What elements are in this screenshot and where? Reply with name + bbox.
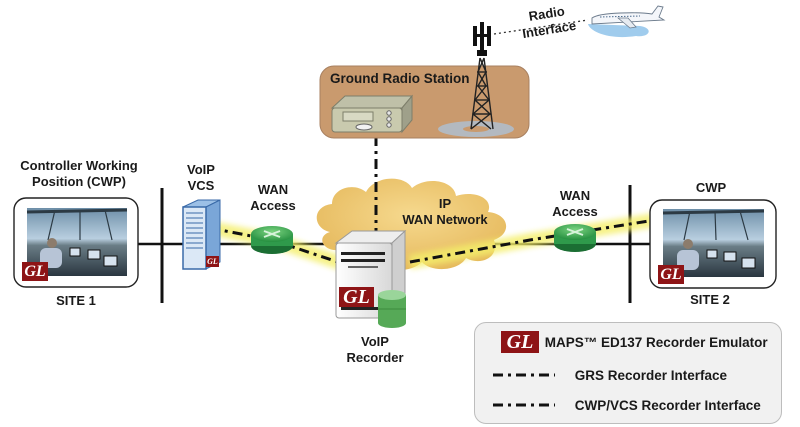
cwp-site2-label: CWP <box>695 180 727 195</box>
wan-access-left-label-line1: WAN <box>257 182 289 197</box>
legend-grs-line-symbol <box>493 370 555 381</box>
voip-vcs-label: VoIP VCS <box>176 162 226 194</box>
voip-vcs-server-icon <box>182 199 221 270</box>
site1-label: SITE 1 <box>56 293 96 308</box>
cwp-site1-label-line1: Controller Working <box>20 158 138 173</box>
ip-wan-label-line1: IP <box>438 196 452 211</box>
wan-access-right-label-line2: Access <box>552 204 598 219</box>
voip-recorder-label-line1: VoIP <box>361 334 389 349</box>
wan-access-left-label: WAN Access <box>246 182 300 214</box>
radio-unit-icon <box>330 94 414 134</box>
legend-label-cwp-vcs-interface: CWP/VCS Recorder Interface <box>574 397 761 413</box>
gl-logo-recorder: GL <box>339 287 374 307</box>
gl-logo-legend: GL <box>501 331 539 353</box>
cwp-site1-label-line2: Position (CWP) <box>32 174 126 189</box>
voip-vcs-label-line2: VCS <box>187 178 215 193</box>
ip-wan-network-label: IP WAN Network <box>395 196 495 228</box>
gl-logo-vcs: GL <box>206 256 219 267</box>
airplane-icon <box>588 5 666 38</box>
voip-recorder-label: VoIP Recorder <box>340 334 410 366</box>
wan-access-right-label: WAN Access <box>547 188 603 220</box>
ground-radio-station-label: Ground Radio Station <box>330 71 470 86</box>
legend-label-maps-emulator: MAPS™ ED137 Recorder Emulator <box>544 334 768 350</box>
wan-access-left-label-line2: Access <box>250 198 296 213</box>
radio-interface-line <box>493 19 589 35</box>
legend-cwp-line-symbol <box>493 400 555 411</box>
site2-label: SITE 2 <box>690 292 730 307</box>
legend-item-grs-interface: GRS Recorder Interface <box>489 367 727 383</box>
legend: GL MAPS™ ED137 Recorder Emulator GRS Rec… <box>474 322 782 424</box>
gl-logo-cwp-site2: GL <box>658 265 684 284</box>
voip-recorder-label-line2: Recorder <box>346 350 404 365</box>
cwp-site1-label: Controller Working Position (CWP) <box>4 158 154 190</box>
radio-tower-icon <box>470 57 494 130</box>
database-icon <box>378 290 406 328</box>
antenna-icon <box>473 22 491 56</box>
legend-item-cwp-vcs-interface: CWP/VCS Recorder Interface <box>489 397 761 413</box>
wan-access-right-label-line1: WAN <box>559 188 591 203</box>
ip-wan-label-line2: WAN Network <box>402 212 488 227</box>
wan-access-right-router-icon <box>554 224 596 252</box>
gl-logo-cwp-site1: GL <box>22 262 48 281</box>
legend-item-maps-emulator: GL MAPS™ ED137 Recorder Emulator <box>501 331 768 353</box>
legend-label-grs-interface: GRS Recorder Interface <box>574 367 728 383</box>
wan-access-left-router-icon <box>251 226 293 254</box>
voip-vcs-label-line1: VoIP <box>187 162 215 177</box>
